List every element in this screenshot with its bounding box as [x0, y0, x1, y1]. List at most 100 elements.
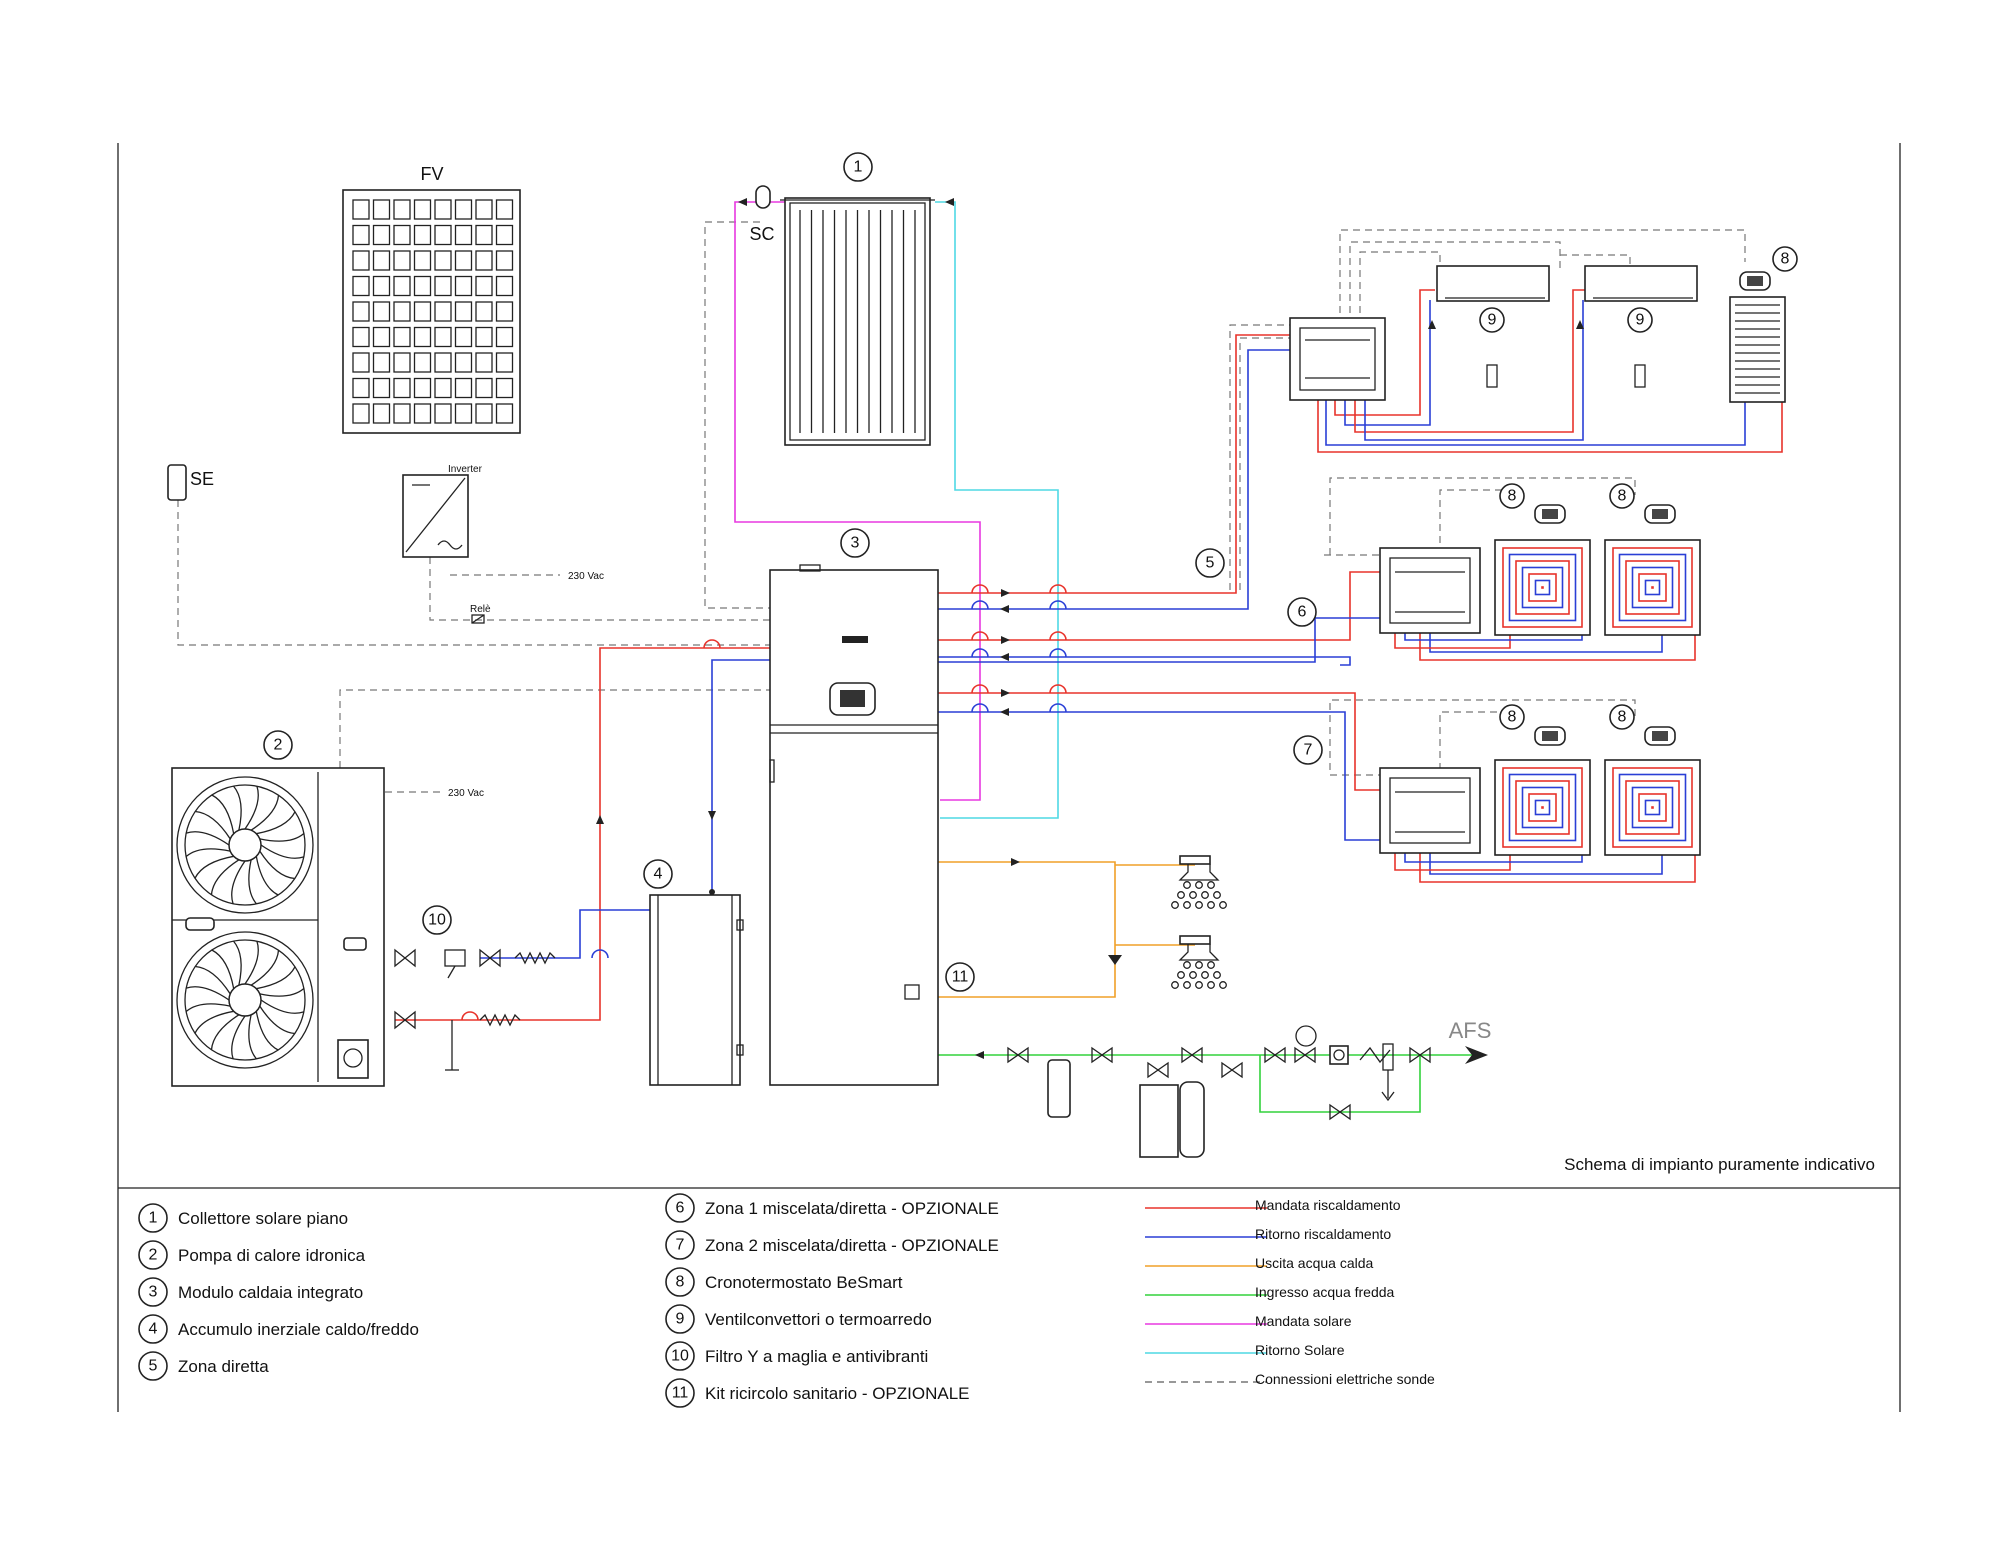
- legend-number: 1: [149, 1210, 158, 1227]
- svg-text:3: 3: [851, 535, 860, 552]
- legend-text: Zona diretta: [178, 1357, 269, 1376]
- legend-text: Collettore solare piano: [178, 1209, 348, 1228]
- legend-number-circle: [138, 1277, 168, 1307]
- inverter: [402, 474, 469, 558]
- se-label: SE: [190, 469, 214, 489]
- legend-text: Ventilconvettori o termoarredo: [705, 1310, 932, 1329]
- svg-text:5: 5: [1206, 555, 1215, 572]
- afs-label: AFS: [1449, 1018, 1492, 1043]
- legend-text: Zona 1 miscelata/diretta - OPZIONALE: [705, 1199, 999, 1218]
- outdoor-sensor: [167, 464, 187, 501]
- legend-number-circle: [138, 1314, 168, 1344]
- callout-1: 1: [843, 152, 873, 182]
- callout-8-zone7a: 8: [1499, 704, 1525, 730]
- fan-coil-2: [1584, 265, 1698, 388]
- legend-number-circle: [665, 1378, 695, 1408]
- sc-label: SC: [749, 224, 774, 244]
- zone-7-floor-heating: [1494, 759, 1701, 856]
- callout-2: 2: [263, 730, 293, 760]
- legend-line-3: Ingresso acqua fredda: [1145, 1284, 1395, 1300]
- svg-text:8: 8: [1508, 488, 1517, 505]
- frame: [117, 143, 1901, 1412]
- svg-text:8: 8: [1781, 251, 1790, 268]
- vac-label-1: 230 Vac: [568, 571, 604, 582]
- boiler-module: [769, 564, 939, 1086]
- zone-5-manifold: [1289, 317, 1386, 401]
- legend-number-circle: [138, 1203, 168, 1233]
- callout-8-zone7b: 8: [1609, 704, 1635, 730]
- legend-number: 7: [676, 1237, 685, 1254]
- legend-line-5: Ritorno Solare: [1145, 1342, 1345, 1358]
- legend-number-circle: [665, 1304, 695, 1334]
- legend-line-4: Mandata solare: [1145, 1313, 1352, 1329]
- legend-components: 1 Collettore solare piano 2 Pompa di calore…: [138, 1193, 999, 1408]
- legend-text: Zona 2 miscelata/diretta - OPZIONALE: [705, 1236, 999, 1255]
- legend-line-text: Uscita acqua calda: [1255, 1255, 1374, 1271]
- legend-number-circle: [665, 1230, 695, 1260]
- legend-number: 5: [149, 1358, 158, 1375]
- legend-item-7: 7 Zona 2 miscelata/diretta - OPZIONALE: [665, 1230, 999, 1260]
- svg-text:7: 7: [1304, 742, 1313, 759]
- callout-7: 7: [1293, 735, 1323, 765]
- shower-heads: [1171, 855, 1227, 989]
- legend-item-6: 6 Zona 1 miscelata/diretta - OPZIONALE: [665, 1193, 999, 1223]
- svg-text:1: 1: [854, 159, 863, 176]
- legend-line-text: Mandata riscaldamento: [1255, 1197, 1401, 1213]
- svg-text:8: 8: [1508, 709, 1517, 726]
- legend-line-0: Mandata riscaldamento: [1145, 1197, 1401, 1213]
- heat-pump: [171, 767, 385, 1087]
- svg-text:10: 10: [428, 912, 446, 929]
- svg-text:9: 9: [1636, 312, 1645, 329]
- legend-item-5: 5 Zona diretta: [138, 1351, 269, 1381]
- thermostats: [1534, 271, 1771, 746]
- legend-item-3: 3 Modulo caldaia integrato: [138, 1277, 363, 1307]
- legend-line-text: Ritorno riscaldamento: [1255, 1226, 1391, 1242]
- svg-text:9: 9: [1488, 312, 1497, 329]
- relay: [471, 614, 485, 624]
- heating-lines: [395, 289, 1783, 1021]
- callout-3: 3: [840, 528, 870, 558]
- buffer-tank: [649, 889, 744, 1086]
- diagram-note: Schema di impianto puramente indicativo: [1564, 1155, 1875, 1174]
- legend-text: Pompa di calore idronica: [178, 1246, 366, 1265]
- legend-number: 3: [149, 1284, 158, 1301]
- legend-item-2: 2 Pompa di calore idronica: [138, 1240, 366, 1270]
- zone-7-manifold: [1379, 767, 1481, 854]
- legend-line-6: Connessioni elettriche sonde: [1145, 1371, 1435, 1387]
- vac-label-2: 230 Vac: [448, 788, 484, 799]
- callout-10: 10: [422, 905, 452, 935]
- pipe-crossings: [461, 584, 1067, 1021]
- callout-11: 11: [945, 962, 975, 992]
- legend-number: 8: [676, 1274, 685, 1291]
- towel-radiator: [1729, 296, 1786, 403]
- legend-line-2: Uscita acqua calda: [1145, 1255, 1374, 1271]
- svg-text:2: 2: [274, 737, 283, 754]
- legend-text: Filtro Y a maglia e antivibranti: [705, 1347, 928, 1366]
- svg-text:11: 11: [952, 969, 969, 986]
- legend-number: 11: [672, 1385, 689, 1402]
- legend-text: Modulo caldaia integrato: [178, 1283, 363, 1302]
- legend-number: 6: [676, 1200, 685, 1217]
- legend-number-circle: [665, 1267, 695, 1297]
- legend-line-text: Ingresso acqua fredda: [1255, 1284, 1395, 1300]
- svg-text:4: 4: [654, 866, 663, 883]
- callout-6: 6: [1287, 597, 1317, 627]
- legend-number: 10: [671, 1348, 689, 1365]
- callout-9-b: 9: [1627, 307, 1653, 333]
- callout-8-radiator: 8: [1772, 246, 1798, 272]
- solar-collector: [755, 185, 935, 446]
- fv-label: FV: [420, 164, 443, 184]
- legend-item-10: 10 Filtro Y a maglia e antivibranti: [665, 1341, 928, 1371]
- legend-number-circle: [138, 1240, 168, 1270]
- svg-text:6: 6: [1298, 604, 1307, 621]
- callout-8-zone6a: 8: [1499, 483, 1525, 509]
- callout-5: 5: [1195, 548, 1225, 578]
- legend-number: 2: [149, 1247, 158, 1264]
- filter-antivibration: [394, 948, 556, 1071]
- callout-9-a: 9: [1479, 307, 1505, 333]
